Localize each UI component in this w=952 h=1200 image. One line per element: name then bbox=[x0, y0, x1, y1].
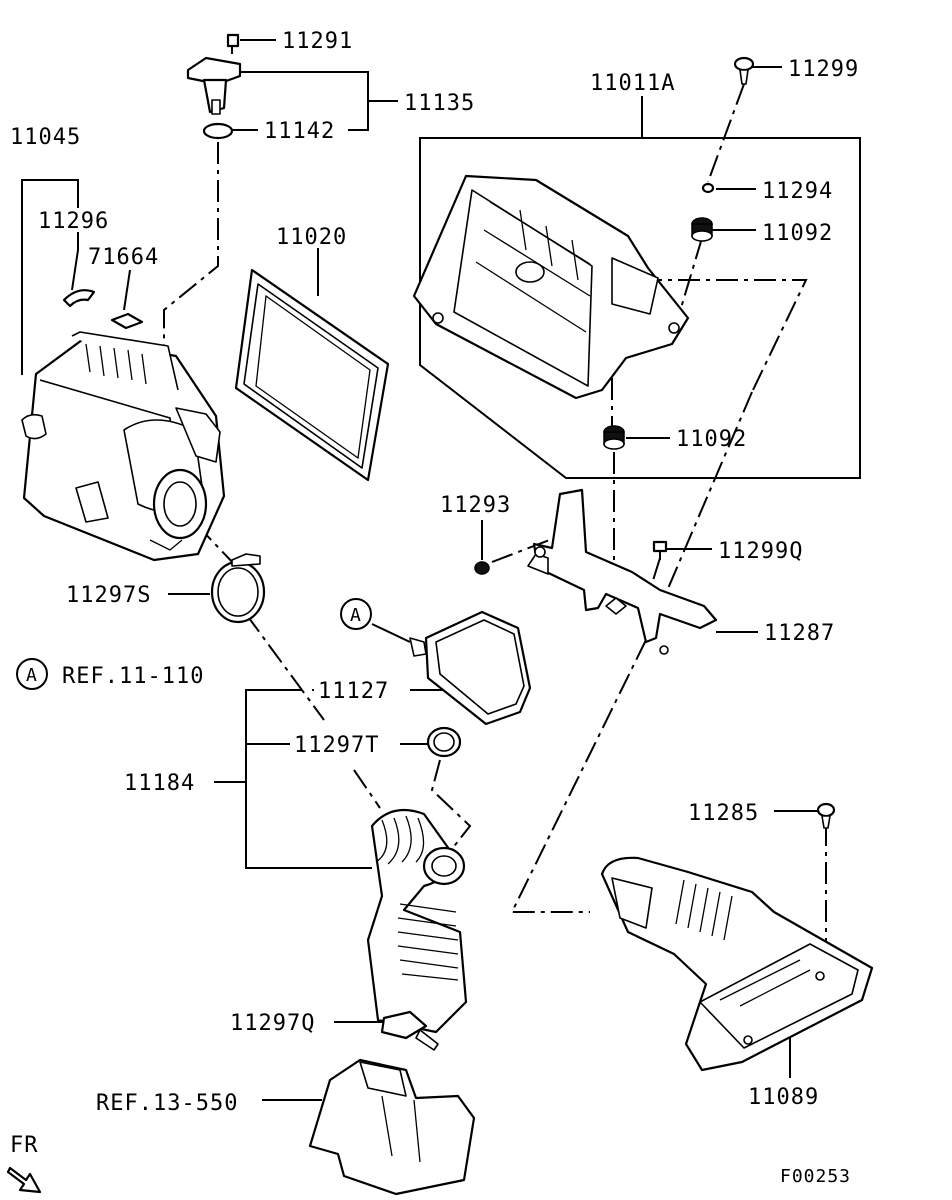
label-11020: 11020 bbox=[276, 225, 347, 250]
label-11296: 11296 bbox=[38, 209, 109, 234]
clip-icon bbox=[62, 289, 96, 308]
front-label: FR bbox=[10, 1133, 39, 1158]
intake-hose-icon bbox=[366, 808, 468, 1034]
label-11297s: 11297S bbox=[66, 583, 151, 608]
air-intake-duct-icon bbox=[600, 856, 874, 1072]
bolt-11299q-icon bbox=[652, 540, 668, 560]
resonator-duct-icon bbox=[409, 610, 532, 726]
airflow-sensor-icon bbox=[186, 56, 242, 115]
bolt-11299-icon bbox=[733, 56, 755, 85]
ref-marker-circle bbox=[16, 658, 48, 690]
clamp-11297t-icon bbox=[426, 726, 462, 758]
ref-13-550: REF.13-550 bbox=[96, 1091, 238, 1116]
clamp-11297s-icon bbox=[210, 553, 266, 624]
label-11092-lower: 11092 bbox=[676, 427, 747, 452]
bushing-lower-icon bbox=[603, 425, 625, 450]
label-11089: 11089 bbox=[748, 1085, 819, 1110]
assembly-dashed-lines bbox=[163, 83, 827, 990]
filter-element-icon bbox=[234, 268, 390, 482]
label-plate-icon bbox=[110, 312, 144, 330]
bracket-icon bbox=[527, 488, 718, 655]
label-71664: 71664 bbox=[88, 245, 159, 270]
label-11291: 11291 bbox=[282, 29, 353, 54]
label-11127: 11127 bbox=[318, 679, 389, 704]
ref-marker-circle bbox=[340, 598, 372, 630]
air-cleaner-case-icon bbox=[21, 331, 226, 562]
clamp-11297q-icon bbox=[380, 1010, 439, 1051]
label-11297q: 11297Q bbox=[230, 1011, 315, 1036]
label-11184: 11184 bbox=[124, 771, 195, 796]
circle-a-label: A bbox=[350, 605, 362, 626]
throttle-body-icon bbox=[308, 1058, 476, 1196]
o-ring-icon bbox=[202, 122, 234, 140]
label-11293: 11293 bbox=[440, 493, 511, 518]
label-11299: 11299 bbox=[788, 57, 859, 82]
front-arrow-icon bbox=[6, 1166, 42, 1194]
ref-11-110: REF.11-110 bbox=[62, 664, 204, 689]
label-11092-upper: 11092 bbox=[762, 221, 833, 246]
part-labels: 11291 11135 11142 11045 11296 71664 1102… bbox=[10, 29, 859, 1187]
bolt-11291-icon bbox=[226, 33, 240, 54]
bolt-11285-icon bbox=[816, 802, 836, 829]
label-11299q: 11299Q bbox=[718, 539, 803, 564]
label-11287: 11287 bbox=[764, 621, 835, 646]
circle-a-label: A bbox=[26, 665, 38, 686]
bushing-upper-icon bbox=[691, 217, 713, 242]
label-11135: 11135 bbox=[404, 91, 475, 116]
label-11011a: 11011A bbox=[590, 71, 675, 96]
label-11285: 11285 bbox=[688, 801, 759, 826]
leader-lines bbox=[21, 39, 861, 1101]
grommet-small-icon bbox=[701, 182, 715, 194]
label-11142: 11142 bbox=[264, 119, 335, 144]
label-11297t: 11297T bbox=[294, 733, 379, 758]
air-cleaner-cover-icon bbox=[412, 174, 690, 400]
label-11294: 11294 bbox=[762, 179, 833, 204]
nut-11293-icon bbox=[474, 561, 490, 575]
figure-code: F00253 bbox=[780, 1166, 851, 1187]
label-11045: 11045 bbox=[10, 125, 81, 150]
